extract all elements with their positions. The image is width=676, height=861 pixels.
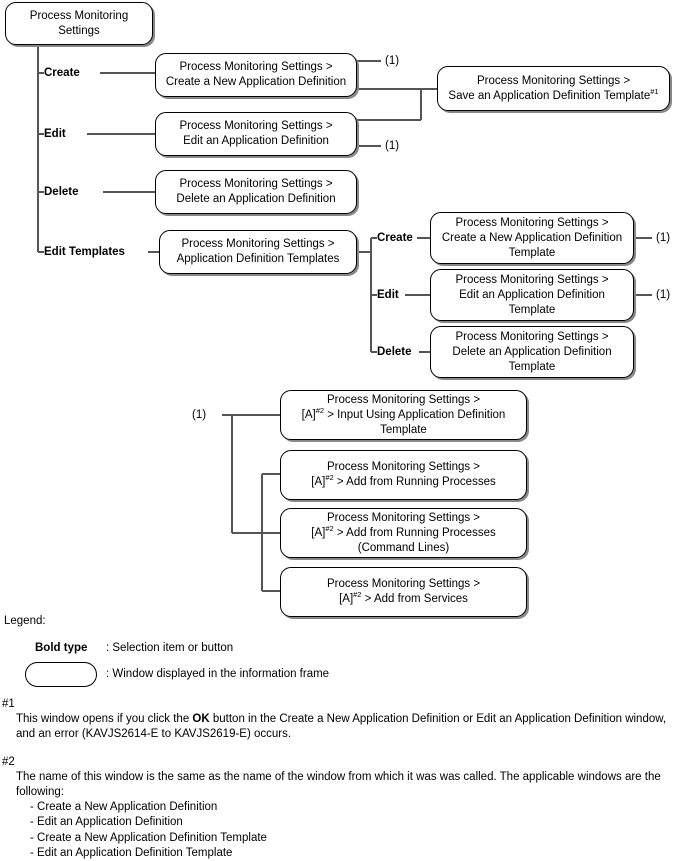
node-input-tpl-line2-pre: [A] xyxy=(301,408,316,421)
node-add-from-running-processes-command-lines[interactable]: Process Monitoring Settings > [A]#2 > Ad… xyxy=(280,508,527,558)
node-input-tpl-line2: [A]#2 > Input Using Application Definiti… xyxy=(301,405,506,423)
node-create-tpl-text: Process Monitoring Settings > Create a N… xyxy=(442,216,622,261)
node-add-running-line2: [A]#2 > Add from Running Processes xyxy=(311,473,496,490)
node-edit-application-definition-template[interactable]: Process Monitoring Settings > Edit an Ap… xyxy=(430,269,634,321)
node-app-def-templates-line1: Process Monitoring Settings > xyxy=(181,238,335,250)
ref-marker-template-create: (1) xyxy=(656,232,671,244)
node-delete-application-definition[interactable]: Process Monitoring Settings > Delete an … xyxy=(155,170,357,214)
node-delete-app-def-line1: Process Monitoring Settings > xyxy=(179,178,333,190)
legend-bold-type-desc: : Selection item or button xyxy=(106,642,234,654)
node-input-using-application-definition-template[interactable]: Process Monitoring Settings > [A]#2 > In… xyxy=(280,390,527,440)
node-input-tpl-line3: Template xyxy=(380,423,427,436)
node-add-running-cmd-line1: Process Monitoring Settings > xyxy=(326,511,481,524)
node-delete-app-def-line2: Delete an Application Definition xyxy=(176,193,336,205)
node-input-tpl-line2-post: > Input Using Application Definition xyxy=(324,408,506,421)
node-edit-app-def-line1: Process Monitoring Settings > xyxy=(179,120,333,132)
node-add-running-cmd-text: Process Monitoring Settings > [A]#2 > Ad… xyxy=(311,511,495,556)
node-edit-tpl-line1: Process Monitoring Settings > xyxy=(455,273,609,286)
node-add-services-line2: [A]#2 > Add from Services xyxy=(327,590,480,607)
footnote-ref-2: #2 xyxy=(325,473,334,483)
node-save-app-def-template-text: Process Monitoring Settings > Save an Ap… xyxy=(448,74,658,104)
footnote-1-body: This window opens if you click the OK bu… xyxy=(16,712,672,742)
footnote-2-item-3: - Edit an Application Definition Templat… xyxy=(30,847,233,859)
node-app-def-templates-line2: Application Definition Templates xyxy=(176,253,340,265)
node-add-from-running-processes[interactable]: Process Monitoring Settings > [A]#2 > Ad… xyxy=(280,450,527,500)
node-save-app-def-template-line1: Process Monitoring Settings > xyxy=(476,74,631,87)
node-add-services-text: Process Monitoring Settings > [A]#2 > Ad… xyxy=(327,577,480,607)
node-edit-tpl-line2: Edit an Application Definition xyxy=(459,288,605,301)
node-delete-tpl-line2: Delete an Application Definition xyxy=(452,345,612,358)
node-add-running-line2-pre: [A] xyxy=(311,476,326,488)
footnote-1-marker: #1 xyxy=(2,698,15,710)
node-add-running-cmd-line3: (Command Lines) xyxy=(357,541,450,554)
node-add-running-text: Process Monitoring Settings > [A]#2 > Ad… xyxy=(311,460,495,490)
branch-label-delete: Delete xyxy=(44,186,79,198)
node-edit-app-def-line2: Edit an Application Definition xyxy=(183,135,329,147)
branch-label-create: Create xyxy=(44,67,80,79)
node-save-line2-main: Save an Application Definition Template xyxy=(448,89,651,102)
node-create-app-def-line1: Process Monitoring Settings > xyxy=(179,61,333,73)
footnote-2-item-1: - Edit an Application Definition xyxy=(30,816,183,828)
footnote-ref-2: #2 xyxy=(353,590,362,600)
footnote-ref-2: #2 xyxy=(315,405,325,415)
legend-window-shape-desc: : Window displayed in the information fr… xyxy=(106,668,330,680)
footnote-2-item-2: - Create a New Application Definition Te… xyxy=(30,832,267,844)
node-root-line2: Settings xyxy=(58,24,100,37)
node-delete-tpl-text: Process Monitoring Settings > Delete an … xyxy=(452,330,611,375)
node-delete-tpl-line1: Process Monitoring Settings > xyxy=(455,330,609,343)
ref-marker-create: (1) xyxy=(385,55,400,67)
node-create-app-def-line2: Create a New Application Definition xyxy=(165,76,347,88)
footnote-ref-2: #2 xyxy=(325,523,334,533)
footnote-2-body: The name of this window is the same as t… xyxy=(16,771,661,798)
ref-marker-group: (1) xyxy=(192,409,207,421)
node-add-services-line2-post: > Add from Services xyxy=(361,593,468,605)
sub-branch-label-create: Create xyxy=(377,232,413,244)
node-add-from-services[interactable]: Process Monitoring Settings > [A]#2 > Ad… xyxy=(280,567,527,617)
node-create-tpl-line2: Create a New Application Definition xyxy=(441,231,623,244)
node-save-application-definition-template[interactable]: Process Monitoring Settings > Save an Ap… xyxy=(437,66,670,111)
footnote-ref-1: #1 xyxy=(650,86,659,96)
node-root-line1: Process Monitoring xyxy=(29,9,129,22)
node-input-tpl-text: Process Monitoring Settings > [A]#2 > In… xyxy=(302,393,506,438)
node-application-definition-templates[interactable]: Process Monitoring Settings > Applicatio… xyxy=(159,230,357,274)
node-edit-application-definition[interactable]: Process Monitoring Settings > Edit an Ap… xyxy=(155,112,357,156)
ref-marker-template-edit: (1) xyxy=(656,289,671,301)
node-save-app-def-template-line2: Save an Application Definition Template#… xyxy=(448,86,659,104)
node-edit-tpl-text: Process Monitoring Settings > Edit an Ap… xyxy=(455,273,608,318)
footnote-2-marker: #2 xyxy=(2,756,15,768)
node-create-app-def-text: Process Monitoring Settings > Create a N… xyxy=(166,60,346,90)
node-create-tpl-line1: Process Monitoring Settings > xyxy=(455,216,609,229)
node-delete-tpl-line3: Template xyxy=(508,360,556,373)
branch-label-edit: Edit xyxy=(44,128,66,140)
footnote-1-text-bold: OK xyxy=(192,713,210,725)
legend-bold-type-label: Bold type xyxy=(35,642,88,654)
node-add-services-line1: Process Monitoring Settings > xyxy=(326,578,481,590)
footnote-1-text-pre: This window opens if you click the xyxy=(16,713,193,725)
node-delete-application-definition-template[interactable]: Process Monitoring Settings > Delete an … xyxy=(430,326,634,378)
sub-branch-label-edit: Edit xyxy=(377,289,399,301)
node-create-new-application-definition-template[interactable]: Process Monitoring Settings > Create a N… xyxy=(430,212,634,264)
node-add-running-line1: Process Monitoring Settings > xyxy=(326,461,481,473)
node-add-running-line2-post: > Add from Running Processes xyxy=(333,476,496,488)
node-root-text: Process Monitoring Settings xyxy=(30,9,128,39)
node-root[interactable]: Process Monitoring Settings xyxy=(5,2,153,45)
node-delete-app-def-text: Process Monitoring Settings > Delete an … xyxy=(176,177,335,207)
ref-marker-edit: (1) xyxy=(385,140,400,152)
footnote-1-text-post: button in the Create a New Application D… xyxy=(16,713,667,740)
branch-label-edit-templates: Edit Templates xyxy=(44,246,125,258)
node-create-application-definition[interactable]: Process Monitoring Settings > Create a N… xyxy=(155,53,357,97)
node-add-running-cmd-line2-pre: [A] xyxy=(311,526,326,539)
node-create-tpl-line3: Template xyxy=(508,246,556,259)
node-edit-tpl-line3: Template xyxy=(508,303,556,316)
node-input-tpl-line1: Process Monitoring Settings > xyxy=(326,393,481,406)
legend-window-shape xyxy=(25,662,97,687)
node-add-running-cmd-line2: [A]#2 > Add from Running Processes xyxy=(311,523,496,541)
sub-branch-label-delete: Delete xyxy=(377,346,412,358)
footnote-2-item-0: - Create a New Application Definition xyxy=(30,801,218,813)
legend-title: Legend: xyxy=(4,615,46,627)
node-add-running-cmd-line2-post: > Add from Running Processes xyxy=(333,526,496,539)
node-app-def-templates-text: Process Monitoring Settings > Applicatio… xyxy=(177,237,340,267)
node-edit-app-def-text: Process Monitoring Settings > Edit an Ap… xyxy=(179,119,332,149)
node-add-services-line2-pre: [A] xyxy=(339,593,354,605)
